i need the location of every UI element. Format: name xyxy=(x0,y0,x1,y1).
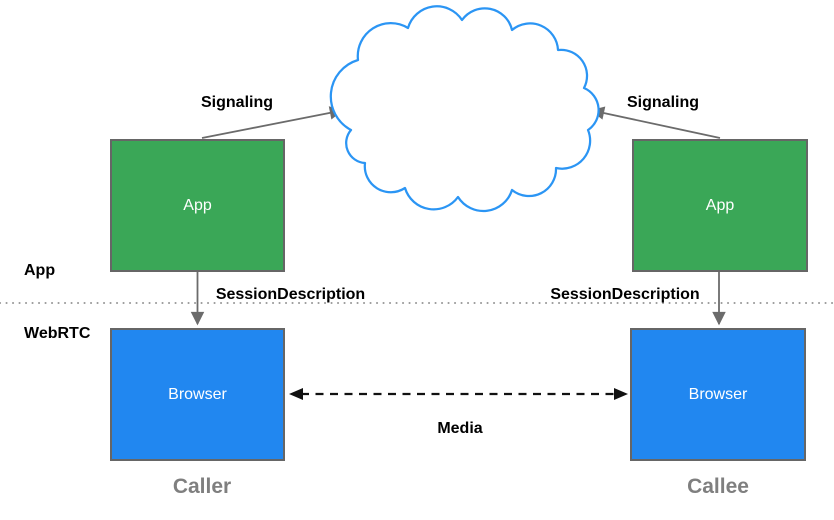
session-description-label-right: SessionDescription xyxy=(550,286,700,303)
session-description-label-left: SessionDescription xyxy=(215,286,366,303)
browser-box-callee: Browser xyxy=(630,328,806,461)
browser-box-caller: Browser xyxy=(110,328,285,461)
signaling-label-left: Signaling xyxy=(201,94,273,111)
signaling-label-right: Signaling xyxy=(627,94,699,111)
signaling-arrow-left xyxy=(201,106,344,139)
cloud-icon xyxy=(329,5,600,213)
app-box-callee: App xyxy=(632,139,808,272)
layer-label-app: App xyxy=(24,262,56,279)
browser-box-callee-label: Browser xyxy=(688,385,748,403)
media-arrowhead-left xyxy=(289,388,303,400)
signaling-arrow-right xyxy=(590,106,721,139)
media-arrowhead-right xyxy=(614,388,628,400)
browser-box-caller-label: Browser xyxy=(168,385,227,403)
caller-caption: Caller xyxy=(172,475,232,498)
callee-caption: Callee xyxy=(687,475,749,498)
app-box-callee-label: App xyxy=(705,196,735,214)
media-label: Media xyxy=(437,420,483,437)
layer-label-webrtc: WebRTC xyxy=(24,325,91,342)
app-box-caller-label: App xyxy=(183,196,212,214)
app-box-caller: App xyxy=(110,139,285,272)
